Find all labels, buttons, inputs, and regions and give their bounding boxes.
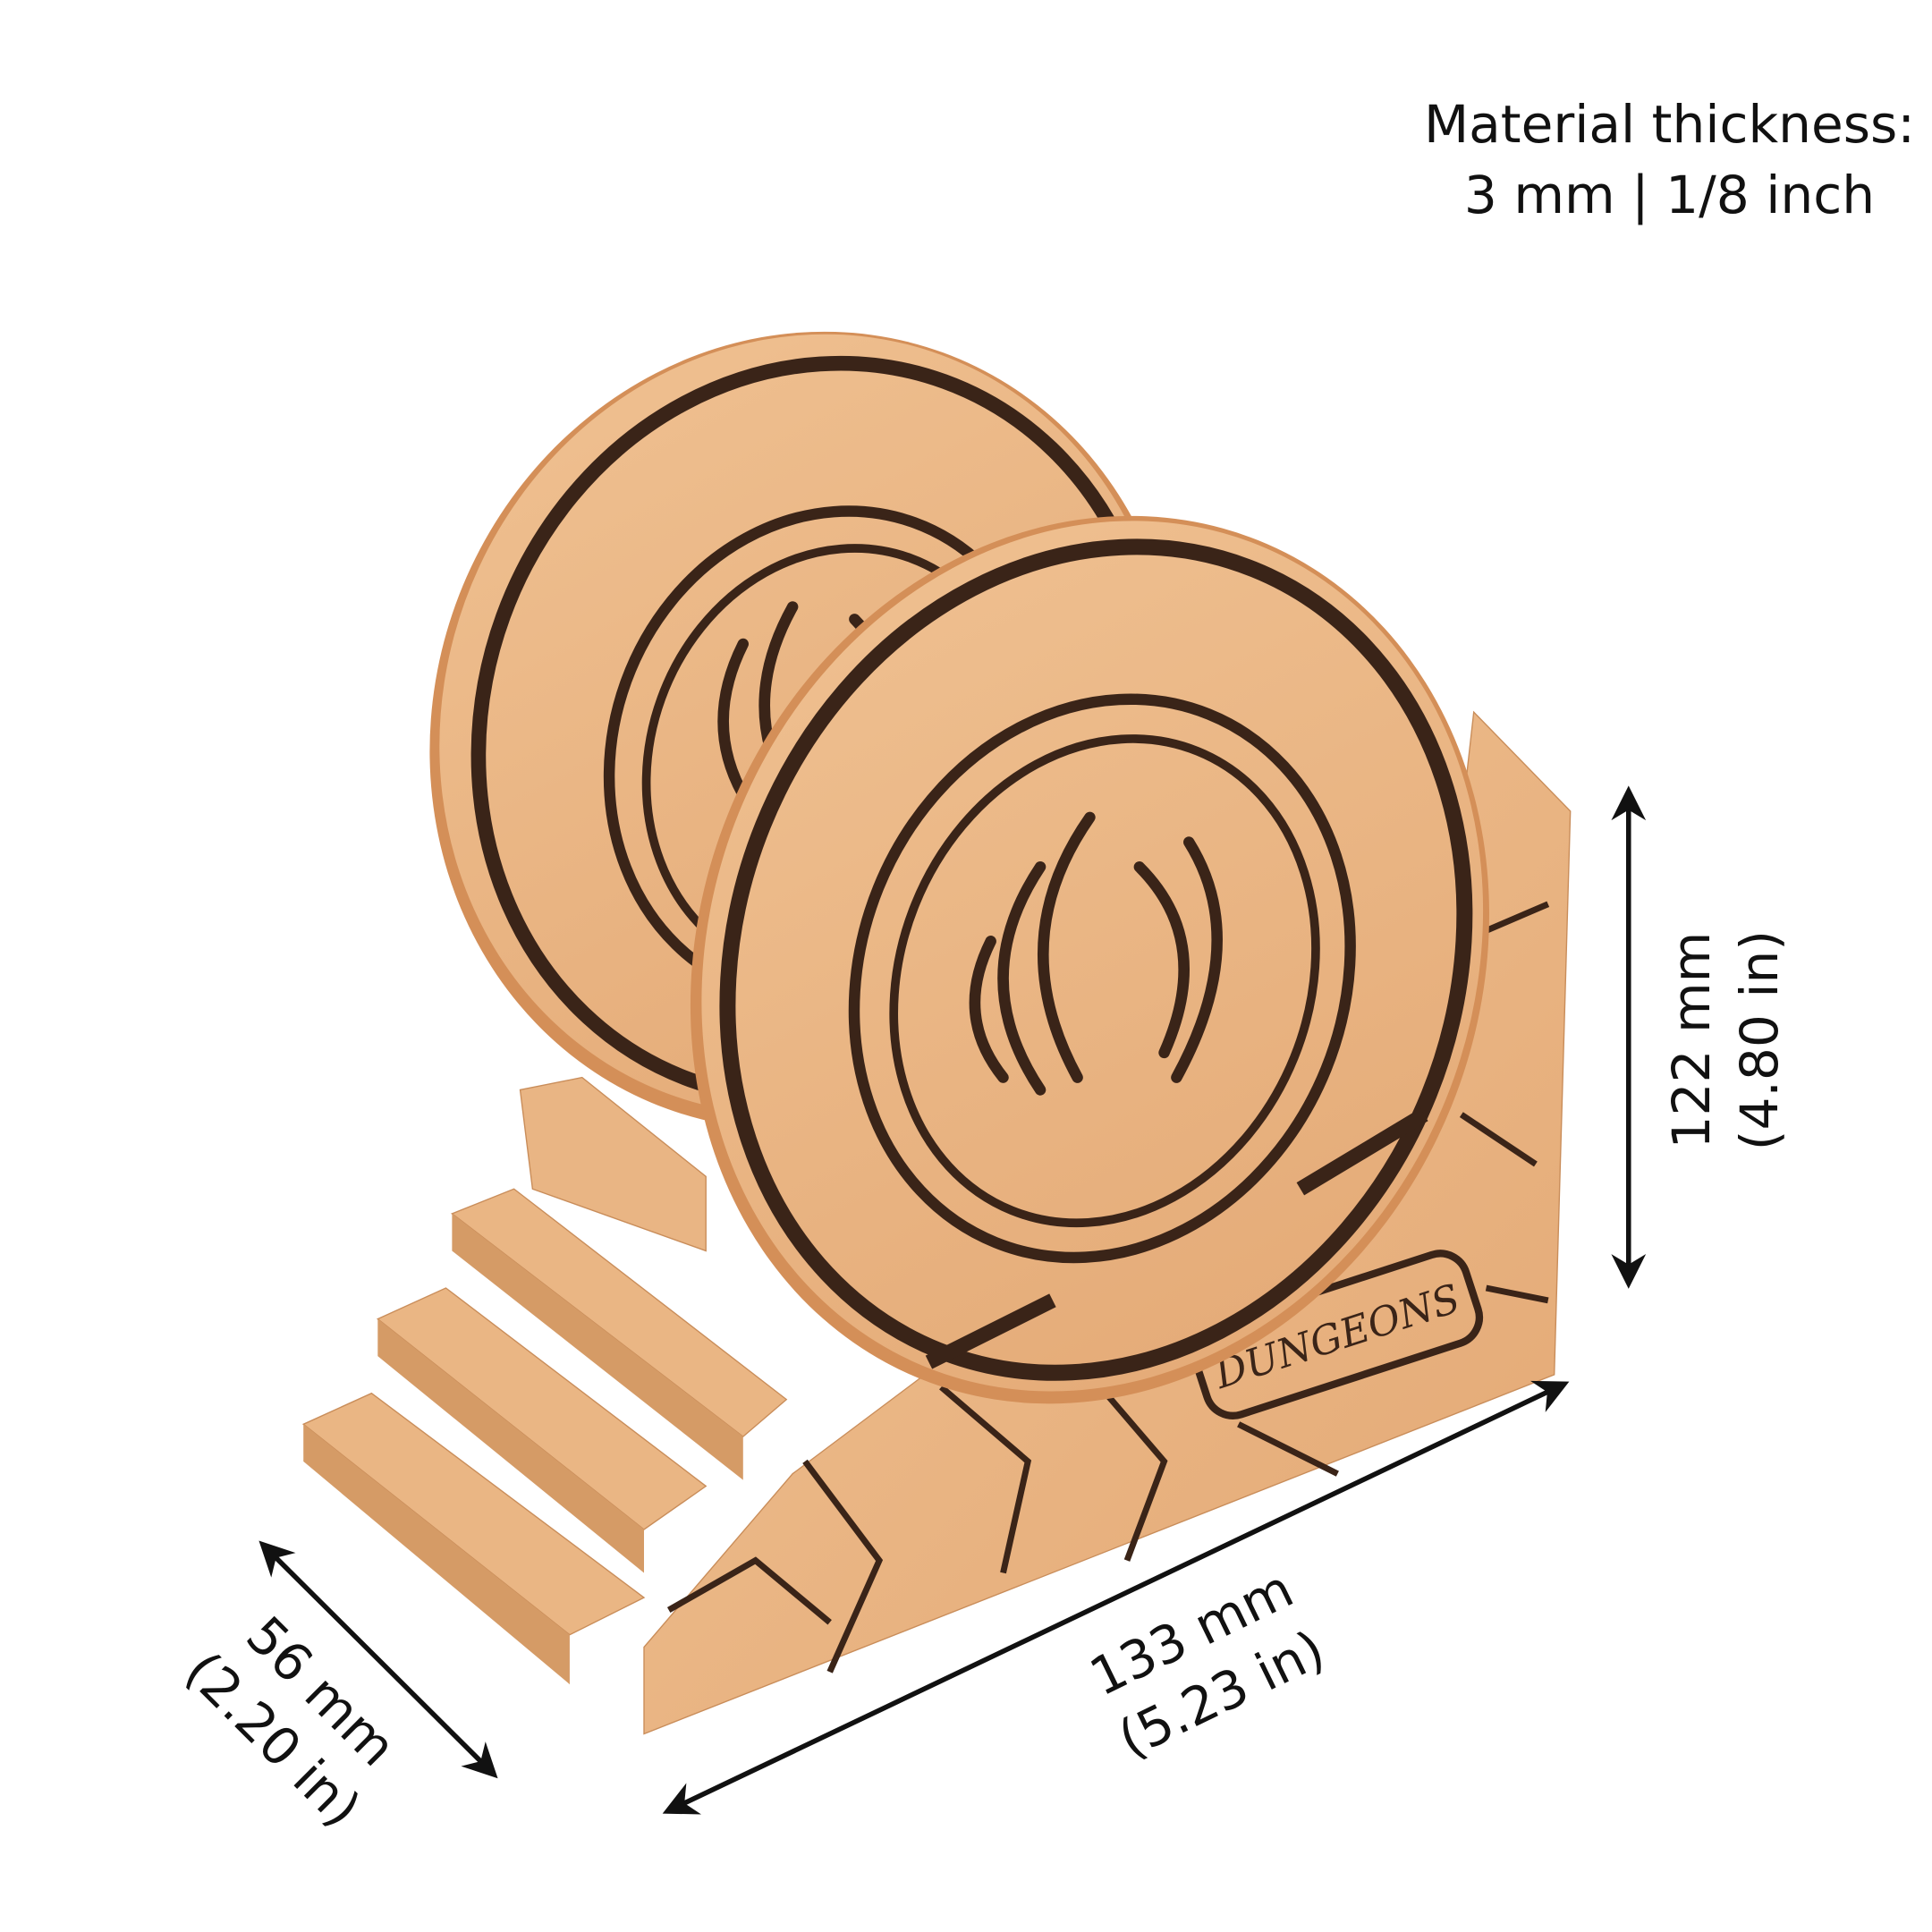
- height-dimension: 122 mm (4.80 in): [1611, 785, 1790, 1289]
- stairs: [301, 1076, 788, 1685]
- material-title: Material thickness:: [1424, 94, 1915, 155]
- material-value: 3 mm | 1/8 inch: [1464, 165, 1875, 225]
- depth-dimension: 56 mm (2.20 in): [174, 1540, 498, 1839]
- material-thickness-label: Material thickness: 3 mm | 1/8 inch: [1424, 94, 1915, 225]
- height-imperial: (4.80 in): [1729, 930, 1790, 1150]
- depth-arrow: [258, 1540, 498, 1779]
- length-arrow: [662, 1380, 1570, 1815]
- height-metric: 122 mm: [1661, 932, 1722, 1149]
- front-disc: [690, 515, 1489, 1404]
